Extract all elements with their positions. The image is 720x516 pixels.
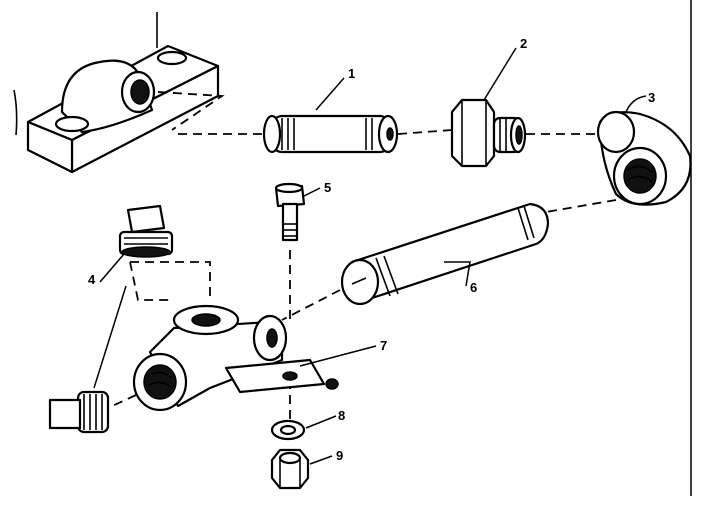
pipe-tee-body — [132, 304, 326, 412]
callout-6: 6 — [470, 280, 477, 295]
part-4-plug-installed — [48, 390, 110, 434]
part-5-bolt — [274, 182, 306, 242]
part-2-hex-nipple — [450, 98, 527, 168]
part-9-hex-nut — [270, 448, 310, 490]
mounting-bracket — [13, 12, 220, 174]
part-3-elbow — [596, 110, 692, 206]
callout-2: 2 — [520, 36, 527, 51]
callout-4: 4 — [88, 272, 96, 287]
part-1-nipple — [262, 114, 399, 154]
callout-9: 9 — [336, 448, 343, 463]
callout-7: 7 — [380, 338, 387, 353]
assembly-lines — [107, 91, 617, 420]
callout-8: 8 — [338, 408, 345, 423]
callout-3: 3 — [648, 90, 655, 105]
callout-1: 1 — [348, 66, 355, 81]
part-8-lock-washer — [270, 419, 306, 441]
callout-5: 5 — [324, 180, 331, 195]
part-7-hardware — [325, 378, 339, 390]
callout-labels: 1 2 3 4 5 6 7 8 9 — [88, 36, 655, 463]
leader-lines — [93, 47, 647, 465]
part-6-pipe — [340, 202, 550, 306]
part-4-plug — [118, 204, 174, 258]
